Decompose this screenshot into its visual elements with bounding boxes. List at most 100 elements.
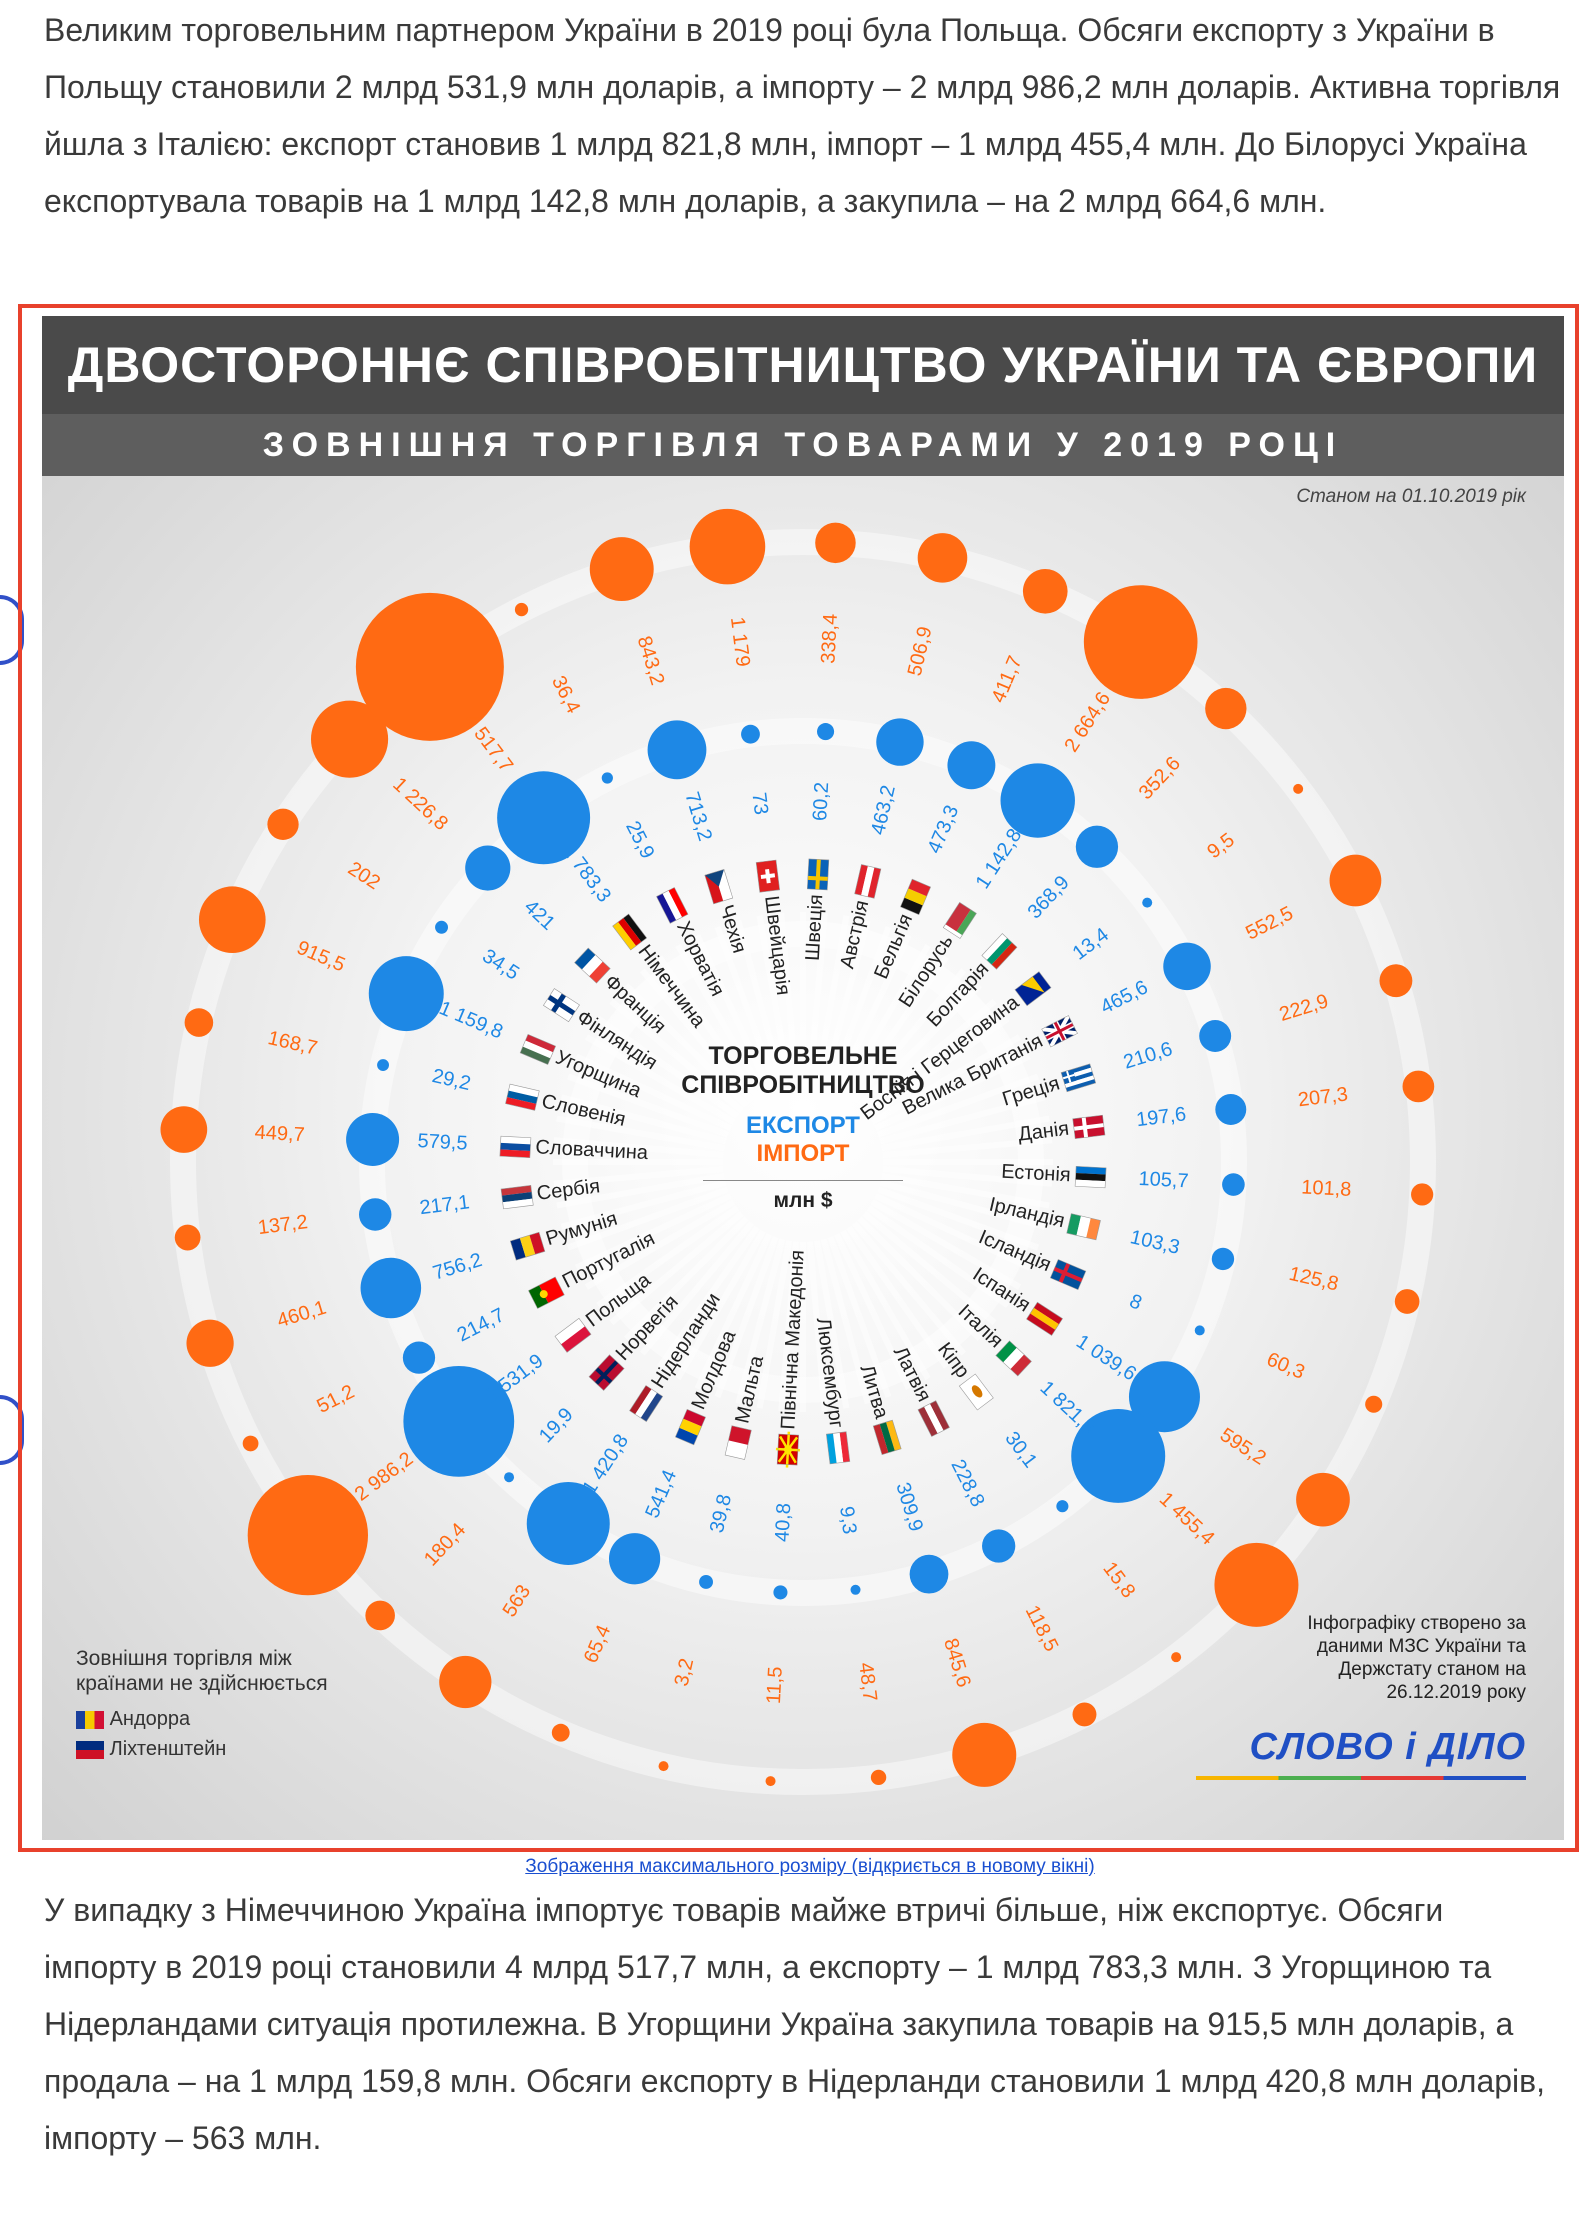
country-label: Естонія [1001,1161,1072,1187]
import-value: 36,4 [547,672,584,717]
center-ray [862,1211,997,1325]
export-bubble [377,1059,389,1071]
import-value: 3,2 [671,1656,699,1688]
export-bubble [1000,763,1075,838]
center-ray [862,999,997,1113]
import-value: 2 986,2 [351,1448,418,1506]
export-bubble [435,920,448,934]
export-bubble [497,771,591,865]
import-bubble [514,602,529,617]
import-bubble [917,533,968,583]
center-ray [694,1233,772,1390]
import-value: 9,5 [1203,829,1238,863]
export-bubble [1142,897,1153,908]
import-value: 48,7 [854,1661,881,1702]
center-ray [575,1193,732,1271]
country-flag-icon [505,1083,540,1111]
import-bubble [551,1723,570,1742]
import-bubble [247,1474,369,1596]
radial-trade-chart: 731 179Швейцарія60,2338,4Швеція463,2506,… [160,508,1436,1795]
export-value: 756,2 [430,1249,484,1285]
center-ray [874,1193,1031,1271]
import-value: 2 664,6 [1060,688,1115,756]
center-ray [852,1221,966,1356]
center-ray [820,919,871,1086]
export-value: 473,3 [923,802,963,857]
center-ray [556,1115,725,1152]
country-flag-icon [854,864,882,899]
export-bubble [876,718,924,766]
liechtenstein-flag-icon [76,1740,104,1759]
center-ray [584,1199,736,1290]
import-bubble [1394,1289,1420,1314]
center-ray [567,1073,729,1138]
import-value: 51,2 [313,1381,358,1418]
export-value: 1 039,6 [1072,1331,1140,1386]
center-ray [877,1073,1039,1138]
center-ray [834,934,912,1091]
import-bubble [689,508,766,585]
country-flag-icon [543,988,580,1023]
export-bubble [1222,1173,1245,1196]
import-bubble [1072,1702,1097,1727]
import-bubble [160,1106,208,1153]
country-flag-icon [1014,971,1052,1007]
country-flag-icon [958,1373,994,1411]
article-paragraph-top: Великим торговельним партнером України в… [44,12,1561,219]
import-bubble [1402,1070,1435,1103]
center-ray [735,919,786,1086]
import-value: 11,5 [763,1666,787,1705]
country-flag-icon [509,1231,546,1261]
country-flag-icon [775,1431,800,1468]
export-bubble [1194,1325,1205,1336]
export-value: 579,5 [417,1130,468,1155]
import-value: 411,7 [987,653,1026,706]
export-bubble [647,720,707,780]
center-ray [609,999,744,1113]
export-bubble [346,1112,400,1166]
import-value: 506,9 [904,624,937,678]
full-size-image-link[interactable]: Зображення максимального розміру (відкри… [525,1856,1095,1877]
export-value: 1 783,3 [557,840,615,907]
export-bubble [947,741,996,790]
no-trade-country: Андорра [109,1708,191,1730]
center-ray [640,1221,754,1356]
import-bubble [1171,1652,1182,1663]
export-bubble [358,1198,392,1231]
country-flag-icon [704,868,734,905]
center-ray [881,1115,1050,1152]
country-flag-icon [1074,1165,1107,1189]
center-divider [703,1180,903,1181]
center-ray [756,1240,793,1409]
import-value: 202 [344,858,384,895]
country-flag-icon [995,1340,1032,1377]
center-ray [827,926,892,1088]
export-bubble [850,1584,861,1595]
center-unit: млн $ [773,1189,833,1212]
country-flag-icon [574,947,611,984]
slovo-i-dilo-logo[interactable]: СЛОВО і ДІЛО [1249,1726,1526,1768]
import-bubble [1329,854,1382,907]
source-note: Інфографіку створено за даними МЗС Украї… [1307,1613,1526,1703]
center-ray [806,1241,828,1412]
center-ray [806,912,828,1083]
country-flag-icon [1066,1213,1101,1241]
import-bubble [174,1224,201,1251]
center-ray [657,1225,760,1369]
center-legend: ТОРГОВЕЛЬНЕ СПІВРОБІТНИЦТВО ЕКСПОРТ ІМПО… [613,1042,993,1213]
import-bubble [1214,1542,1299,1627]
country-flag-icon [528,1276,565,1309]
export-bubble [1128,1361,1200,1433]
export-bubble [909,1554,949,1594]
center-ray [560,1094,727,1145]
import-bubble [815,522,856,564]
center-ray [840,1229,931,1381]
country-flag-icon [900,878,931,916]
center-ray [870,1034,1022,1125]
export-bubble [526,1481,610,1565]
export-bubble [1056,1500,1069,1513]
country-flag-icon [755,859,780,893]
country-flag-icon [806,858,830,891]
country-flag-icon [981,933,1018,970]
